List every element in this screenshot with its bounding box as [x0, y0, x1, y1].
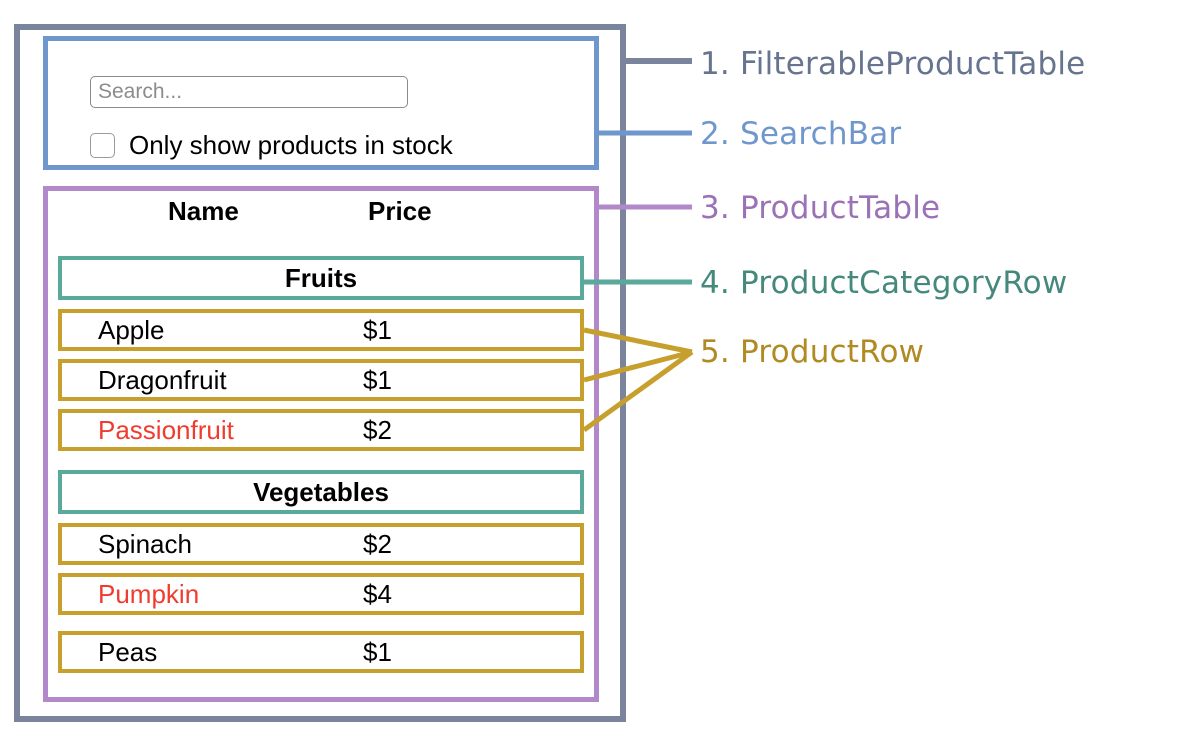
- frame-search-bar: [43, 36, 599, 170]
- leader-line-product-row: [583, 349, 693, 383]
- product-category-row-label: Vegetables: [253, 476, 389, 507]
- product-price: $1: [363, 636, 392, 667]
- frame-product-category-row-fruits: [58, 256, 584, 300]
- product-price: $4: [363, 578, 392, 609]
- table-row: Pumpkin $4: [58, 572, 584, 616]
- in-stock-filter-row[interactable]: Only show products in stock: [90, 127, 560, 163]
- frame-filterable-product-table: [14, 24, 626, 722]
- product-name: Apple: [98, 314, 165, 345]
- column-header-price: Price: [368, 196, 432, 226]
- leader-line-product-row: [583, 327, 693, 355]
- product-price: $1: [363, 314, 392, 345]
- frame-product-table: [43, 186, 599, 702]
- product-price: $2: [363, 414, 392, 445]
- frame-product-row: [58, 631, 584, 673]
- table-row: Spinach $2: [58, 522, 584, 566]
- product-price: $1: [363, 364, 392, 395]
- leader-line-product-row: [582, 349, 694, 433]
- unchecked-box-icon[interactable]: [90, 132, 115, 158]
- product-price: $2: [363, 528, 392, 559]
- product-name: Pumpkin: [98, 578, 200, 609]
- frame-product-row: [58, 359, 584, 401]
- search-input[interactable]: [90, 76, 408, 108]
- frame-product-row: [58, 409, 584, 451]
- in-stock-filter-label: Only show products in stock: [129, 130, 453, 160]
- table-row: Peas $1: [58, 630, 584, 674]
- product-name: Passionfruit: [98, 414, 234, 445]
- product-name: Peas: [98, 636, 158, 667]
- product-name: Spinach: [98, 528, 192, 559]
- table-row: Apple $1: [58, 308, 584, 352]
- product-category-row-label: Fruits: [284, 262, 358, 293]
- frame-product-row: [58, 573, 584, 615]
- column-header-name: Name: [168, 196, 239, 226]
- frame-product-row: [58, 523, 584, 565]
- frame-product-category-row-vegetables: [58, 470, 584, 514]
- table-row: Dragonfruit $1: [58, 358, 584, 402]
- table-row: Passionfruit $2: [58, 408, 584, 452]
- product-name: Dragonfruit: [98, 364, 227, 395]
- frame-product-row: [58, 309, 584, 351]
- product-table-header: Name Price: [58, 192, 584, 236]
